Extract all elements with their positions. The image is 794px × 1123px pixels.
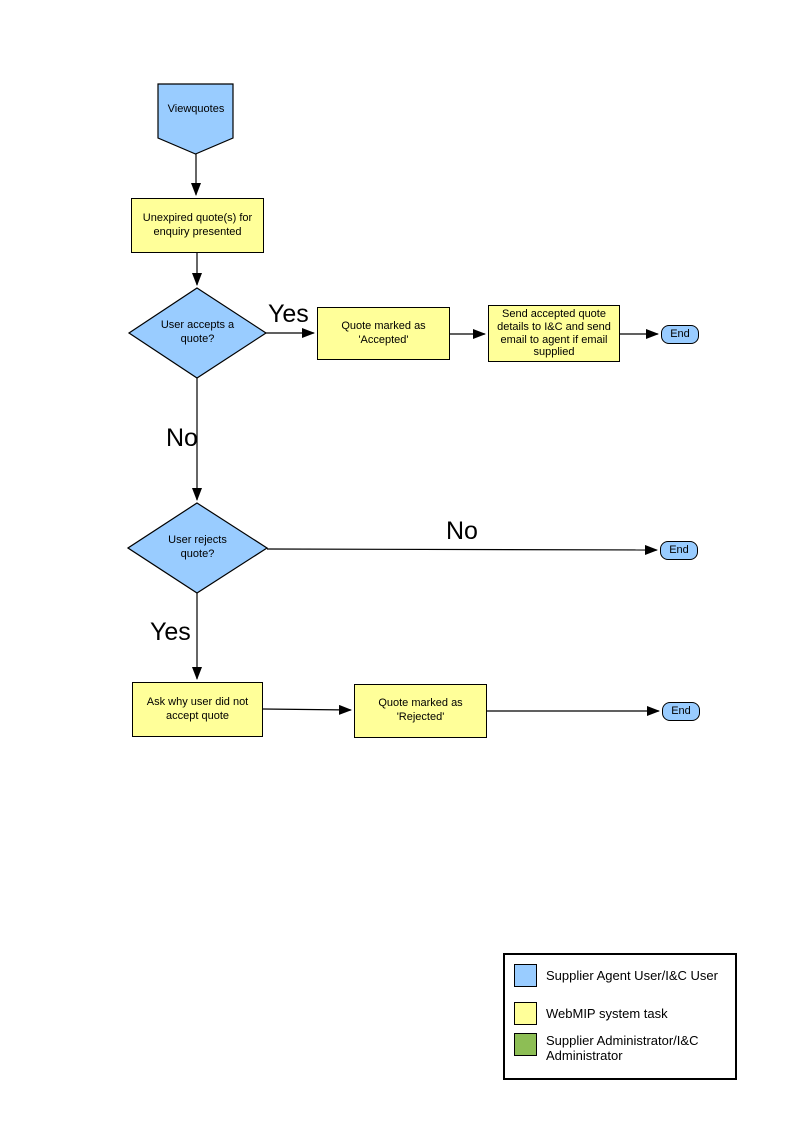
edge-label-accepts-no: No [166, 424, 198, 452]
legend-row-system-task: WebMIP system task [514, 1002, 734, 1025]
end-terminator-2: End [660, 541, 698, 560]
end-terminator-1: End [661, 325, 699, 344]
start-node-label: Viewquotes [167, 103, 225, 116]
edge-label-rejects-yes: Yes [150, 618, 191, 646]
legend-swatch-actor [514, 964, 537, 987]
edge-label-rejects-no: No [446, 517, 478, 545]
legend-row-admin: Supplier Administrator/I&C Administrator [514, 1033, 734, 1064]
legend-row-actor: Supplier Agent User/I&C User [514, 964, 734, 987]
legend-swatch-admin [514, 1033, 537, 1056]
edge-label-accepts-yes: Yes [268, 300, 309, 328]
process-quote-rejected-box: Quote marked as 'Rejected' [354, 684, 487, 738]
connector-askwhy-to-rejected [262, 704, 352, 715]
legend-box: Supplier Agent User/I&C User WebMIP syst… [503, 953, 737, 1080]
decision-accepts-label: User accepts a quote? [160, 319, 235, 345]
end-terminator-3: End [662, 702, 700, 721]
process-quote-accepted-box: Quote marked as 'Accepted' [317, 307, 450, 360]
legend-swatch-system-task [514, 1002, 537, 1025]
start-pentagon-shape [157, 83, 234, 155]
legend-label-system-task: WebMIP system task [546, 1005, 668, 1021]
connector-rejects-no-to-end2 [266, 544, 658, 555]
process-send-details-box: Send accepted quote details to I&C and s… [488, 305, 620, 362]
legend-label-actor: Supplier Agent User/I&C User [546, 967, 718, 983]
decision-rejects-label: User rejects quote? [168, 534, 227, 560]
process-ask-why-box: Ask why user did not accept quote [132, 682, 263, 737]
legend-label-admin: Supplier Administrator/I&C Administrator [546, 1033, 699, 1064]
process-unexpired-quotes-box: Unexpired quote(s) for enquiry presented [131, 198, 264, 253]
